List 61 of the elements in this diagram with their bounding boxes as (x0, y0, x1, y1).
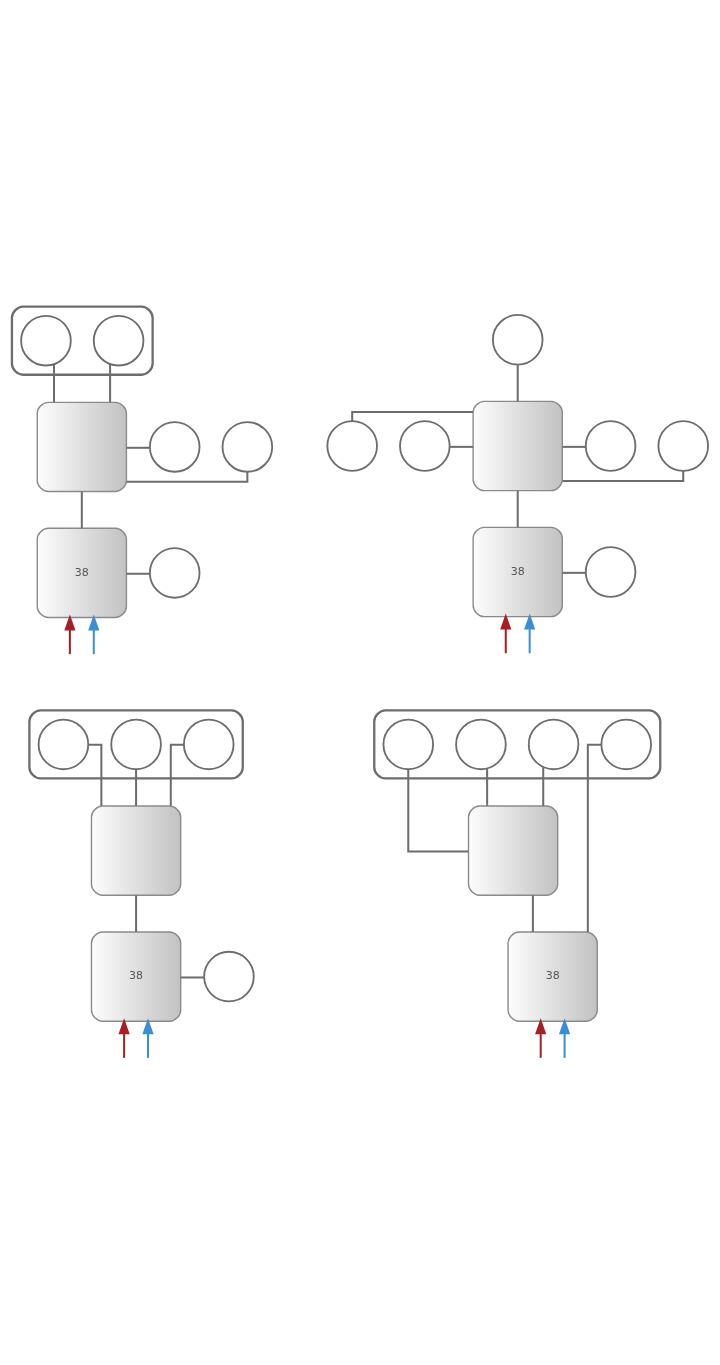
connector (126, 572, 150, 575)
connector (516, 364, 519, 401)
node-circle (110, 718, 162, 770)
connector (126, 471, 249, 483)
connector (531, 894, 534, 932)
connector (542, 766, 545, 806)
connector (88, 743, 103, 806)
connector (180, 975, 205, 978)
node-circle (584, 545, 637, 598)
node-circle (20, 314, 72, 366)
connector (486, 768, 489, 806)
connector (351, 410, 473, 421)
connector (562, 445, 586, 448)
arrow (535, 1017, 547, 1058)
node-circle (399, 419, 451, 472)
node-circle (148, 420, 201, 473)
connector (169, 743, 184, 806)
arrow (64, 613, 76, 654)
node-box: 38 (90, 930, 182, 1022)
connector (562, 470, 685, 482)
node-circle (326, 419, 378, 472)
arrow (500, 613, 512, 653)
connector (586, 743, 602, 932)
connector (562, 571, 586, 574)
connector (407, 768, 469, 852)
arrow (142, 1017, 154, 1058)
connector (53, 363, 55, 402)
node-circle (203, 950, 255, 1002)
node-box (90, 804, 182, 896)
node-box (467, 804, 559, 896)
node-circle (584, 419, 637, 472)
connector (126, 446, 150, 449)
connector (135, 768, 138, 806)
connector (80, 491, 83, 528)
node-circle (600, 718, 652, 770)
node-circle (148, 546, 201, 599)
connector (516, 490, 519, 527)
arrow (559, 1017, 571, 1058)
connector (135, 894, 138, 932)
node-box: 38 (36, 527, 128, 618)
node-circle (221, 420, 274, 473)
node-circle (657, 419, 709, 472)
node-box (36, 401, 128, 492)
node-circle (455, 718, 507, 770)
arrow (118, 1017, 130, 1058)
connector (109, 363, 112, 402)
node-box: 38 (507, 930, 598, 1022)
arrow (88, 613, 100, 654)
node-box (472, 400, 563, 491)
node-circle (37, 718, 90, 770)
cluster (373, 708, 662, 780)
cluster (28, 708, 244, 780)
node-box: 38 (472, 526, 563, 617)
node-circle (183, 718, 235, 770)
arrow (524, 613, 536, 653)
cluster (10, 305, 154, 376)
node-circle (92, 314, 145, 366)
node-circle (491, 313, 544, 366)
node-circle (382, 718, 435, 770)
connector (449, 445, 474, 448)
node-circle (527, 718, 580, 770)
